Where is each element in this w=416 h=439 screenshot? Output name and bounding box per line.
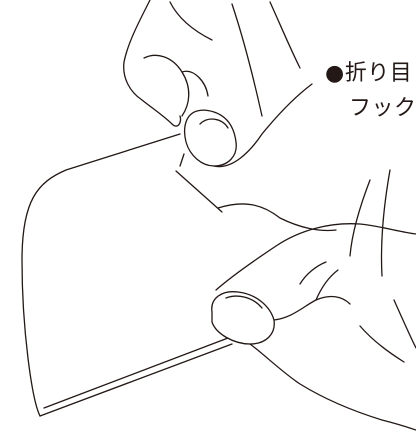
upper-hand <box>124 0 312 167</box>
paper-sheet <box>22 134 336 416</box>
instruction-line-hook: フック <box>349 98 416 120</box>
instruction-line-fold: ●折り目 <box>325 63 412 85</box>
lower-hand <box>212 170 416 430</box>
